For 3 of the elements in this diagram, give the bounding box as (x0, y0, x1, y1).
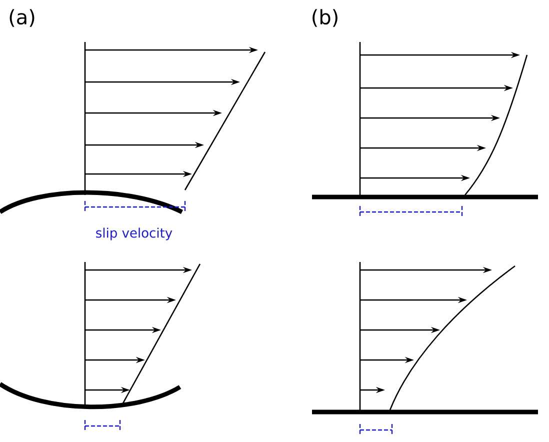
dimension-label: slip velocity (96, 228, 172, 240)
panel-label: (a) (10, 9, 34, 27)
panel-label: (b) (312, 9, 338, 27)
